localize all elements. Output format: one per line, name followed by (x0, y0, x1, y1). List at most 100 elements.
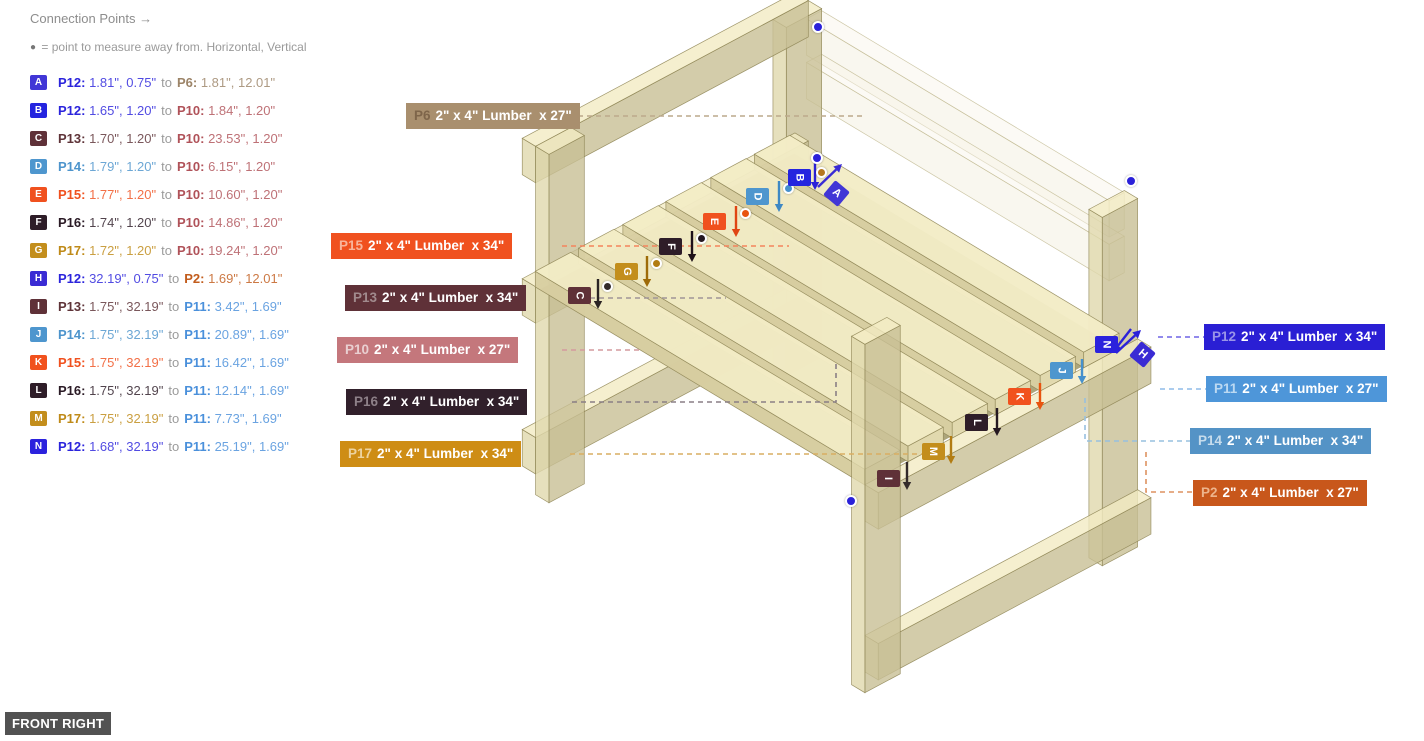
measure-point-dot (1125, 175, 1137, 187)
measure-from-dot-g (651, 258, 662, 269)
connection-points-title: Connection Points → (30, 11, 153, 26)
marker-letter: H (1135, 346, 1150, 362)
part-id: P15 (339, 238, 364, 253)
part-label-text: 2" x 4" Lumber x 34" (382, 290, 519, 305)
part-label-p14[interactable]: P14 2" x 4" Lumber x 34" (1190, 428, 1372, 454)
part-label-p16[interactable]: P16 2" x 4" Lumber x 34" (346, 389, 528, 415)
part-id: P11 (1214, 381, 1238, 396)
part-label-text: 2" x 4" Lumber x 34" (1241, 329, 1378, 344)
marker-letter: G (620, 266, 633, 276)
part-label-text: 2" x 4" Lumber x 34" (383, 394, 520, 409)
connection-badge-f: F (30, 214, 47, 230)
connection-badge-b: B (30, 102, 47, 118)
connection-marker-i: I (876, 469, 900, 487)
marker-letter: D (751, 192, 764, 200)
connection-badge-j: J (30, 326, 47, 342)
part-label-text: 2" x 4" Lumber x 34" (1227, 433, 1364, 448)
measure-from-dot-e (740, 208, 751, 219)
connection-badge-e: E (30, 186, 47, 202)
part-id: P16 (354, 394, 379, 409)
connection-badge-d: D (30, 158, 47, 174)
connection-badge-h: H (30, 270, 47, 286)
connection-badge-g: G (30, 242, 47, 258)
connection-marker-c: C (567, 286, 591, 304)
part-label-p11[interactable]: P11 2" x 4" Lumber x 27" (1206, 376, 1387, 402)
connection-badge-i: I (30, 298, 47, 314)
part-label-text: 2" x 4" Lumber x 27" (1242, 381, 1379, 396)
marker-letter: B (793, 173, 806, 181)
part-id: P14 (1198, 433, 1223, 448)
connection-badge-a: A (30, 74, 47, 90)
part-id: P17 (348, 446, 373, 461)
marker-letter: M (927, 446, 940, 456)
marker-letter: N (1100, 340, 1113, 348)
connection-badge-l: L (30, 382, 47, 398)
connection-marker-f: F (658, 237, 682, 255)
connection-marker-m: M (921, 442, 945, 460)
connection-marker-e: E (702, 212, 726, 230)
connection-marker-l: L (964, 413, 988, 431)
part-label-text: 2" x 4" Lumber x 34" (368, 238, 505, 253)
marker-letter: J (1055, 366, 1068, 374)
part-label-text: 2" x 4" Lumber x 27" (374, 342, 511, 357)
part-label-p12[interactable]: P12 2" x 4" Lumber x 34" (1204, 324, 1386, 350)
connection-badge-n: N (30, 438, 47, 454)
part-label-p13[interactable]: P13 2" x 4" Lumber x 34" (345, 285, 527, 311)
connection-points-legend: ● = point to measure away from. Horizont… (30, 40, 307, 54)
measure-point-dot (845, 495, 857, 507)
connection-marker-k: K (1007, 387, 1031, 405)
measure-point-dot (812, 21, 824, 33)
part-label-text: 2" x 4" Lumber x 27" (435, 108, 572, 123)
connection-marker-b: B (787, 168, 811, 186)
marker-letter: I (882, 476, 895, 480)
connection-marker-g: G (614, 262, 638, 280)
leader-line-p2 (1145, 452, 1193, 493)
connection-badge-k: K (30, 354, 47, 370)
part-label-p10[interactable]: P10 2" x 4" Lumber x 27" (337, 337, 519, 363)
marker-letter: E (708, 217, 721, 225)
part-label-p6[interactable]: P6 2" x 4" Lumber x 27" (406, 103, 580, 129)
connection-badge-m: M (30, 410, 47, 426)
leader-line-p16 (572, 362, 837, 403)
marker-letter: A (829, 185, 844, 201)
connection-marker-d: D (745, 187, 769, 205)
part-id: P13 (353, 290, 378, 305)
part-id: P6 (414, 108, 431, 123)
connection-badge-c: C (30, 130, 47, 146)
measure-from-dot-c (602, 281, 613, 292)
part-id: P10 (345, 342, 370, 357)
part-id: P2 (1201, 485, 1218, 500)
legend-text: = point to measure away from. Horizontal… (41, 40, 307, 54)
part-id: P12 (1212, 329, 1237, 344)
part-label-text: 2" x 4" Lumber x 27" (1222, 485, 1359, 500)
marker-letter: F (664, 242, 677, 250)
connection-marker-j: J (1049, 361, 1073, 379)
marker-letter: K (1013, 392, 1026, 400)
marker-letter: L (970, 418, 983, 426)
marker-letter: C (573, 291, 586, 299)
measure-from-dot-f (696, 233, 707, 244)
part-label-p15[interactable]: P15 2" x 4" Lumber x 34" (331, 233, 513, 259)
part-label-p17[interactable]: P17 2" x 4" Lumber x 34" (340, 441, 522, 467)
part-label-p2[interactable]: P2 2" x 4" Lumber x 27" (1193, 480, 1367, 506)
part-label-text: 2" x 4" Lumber x 34" (377, 446, 514, 461)
leader-line-p14 (1084, 398, 1190, 442)
measure-point-bullet-icon: ● (30, 42, 37, 53)
